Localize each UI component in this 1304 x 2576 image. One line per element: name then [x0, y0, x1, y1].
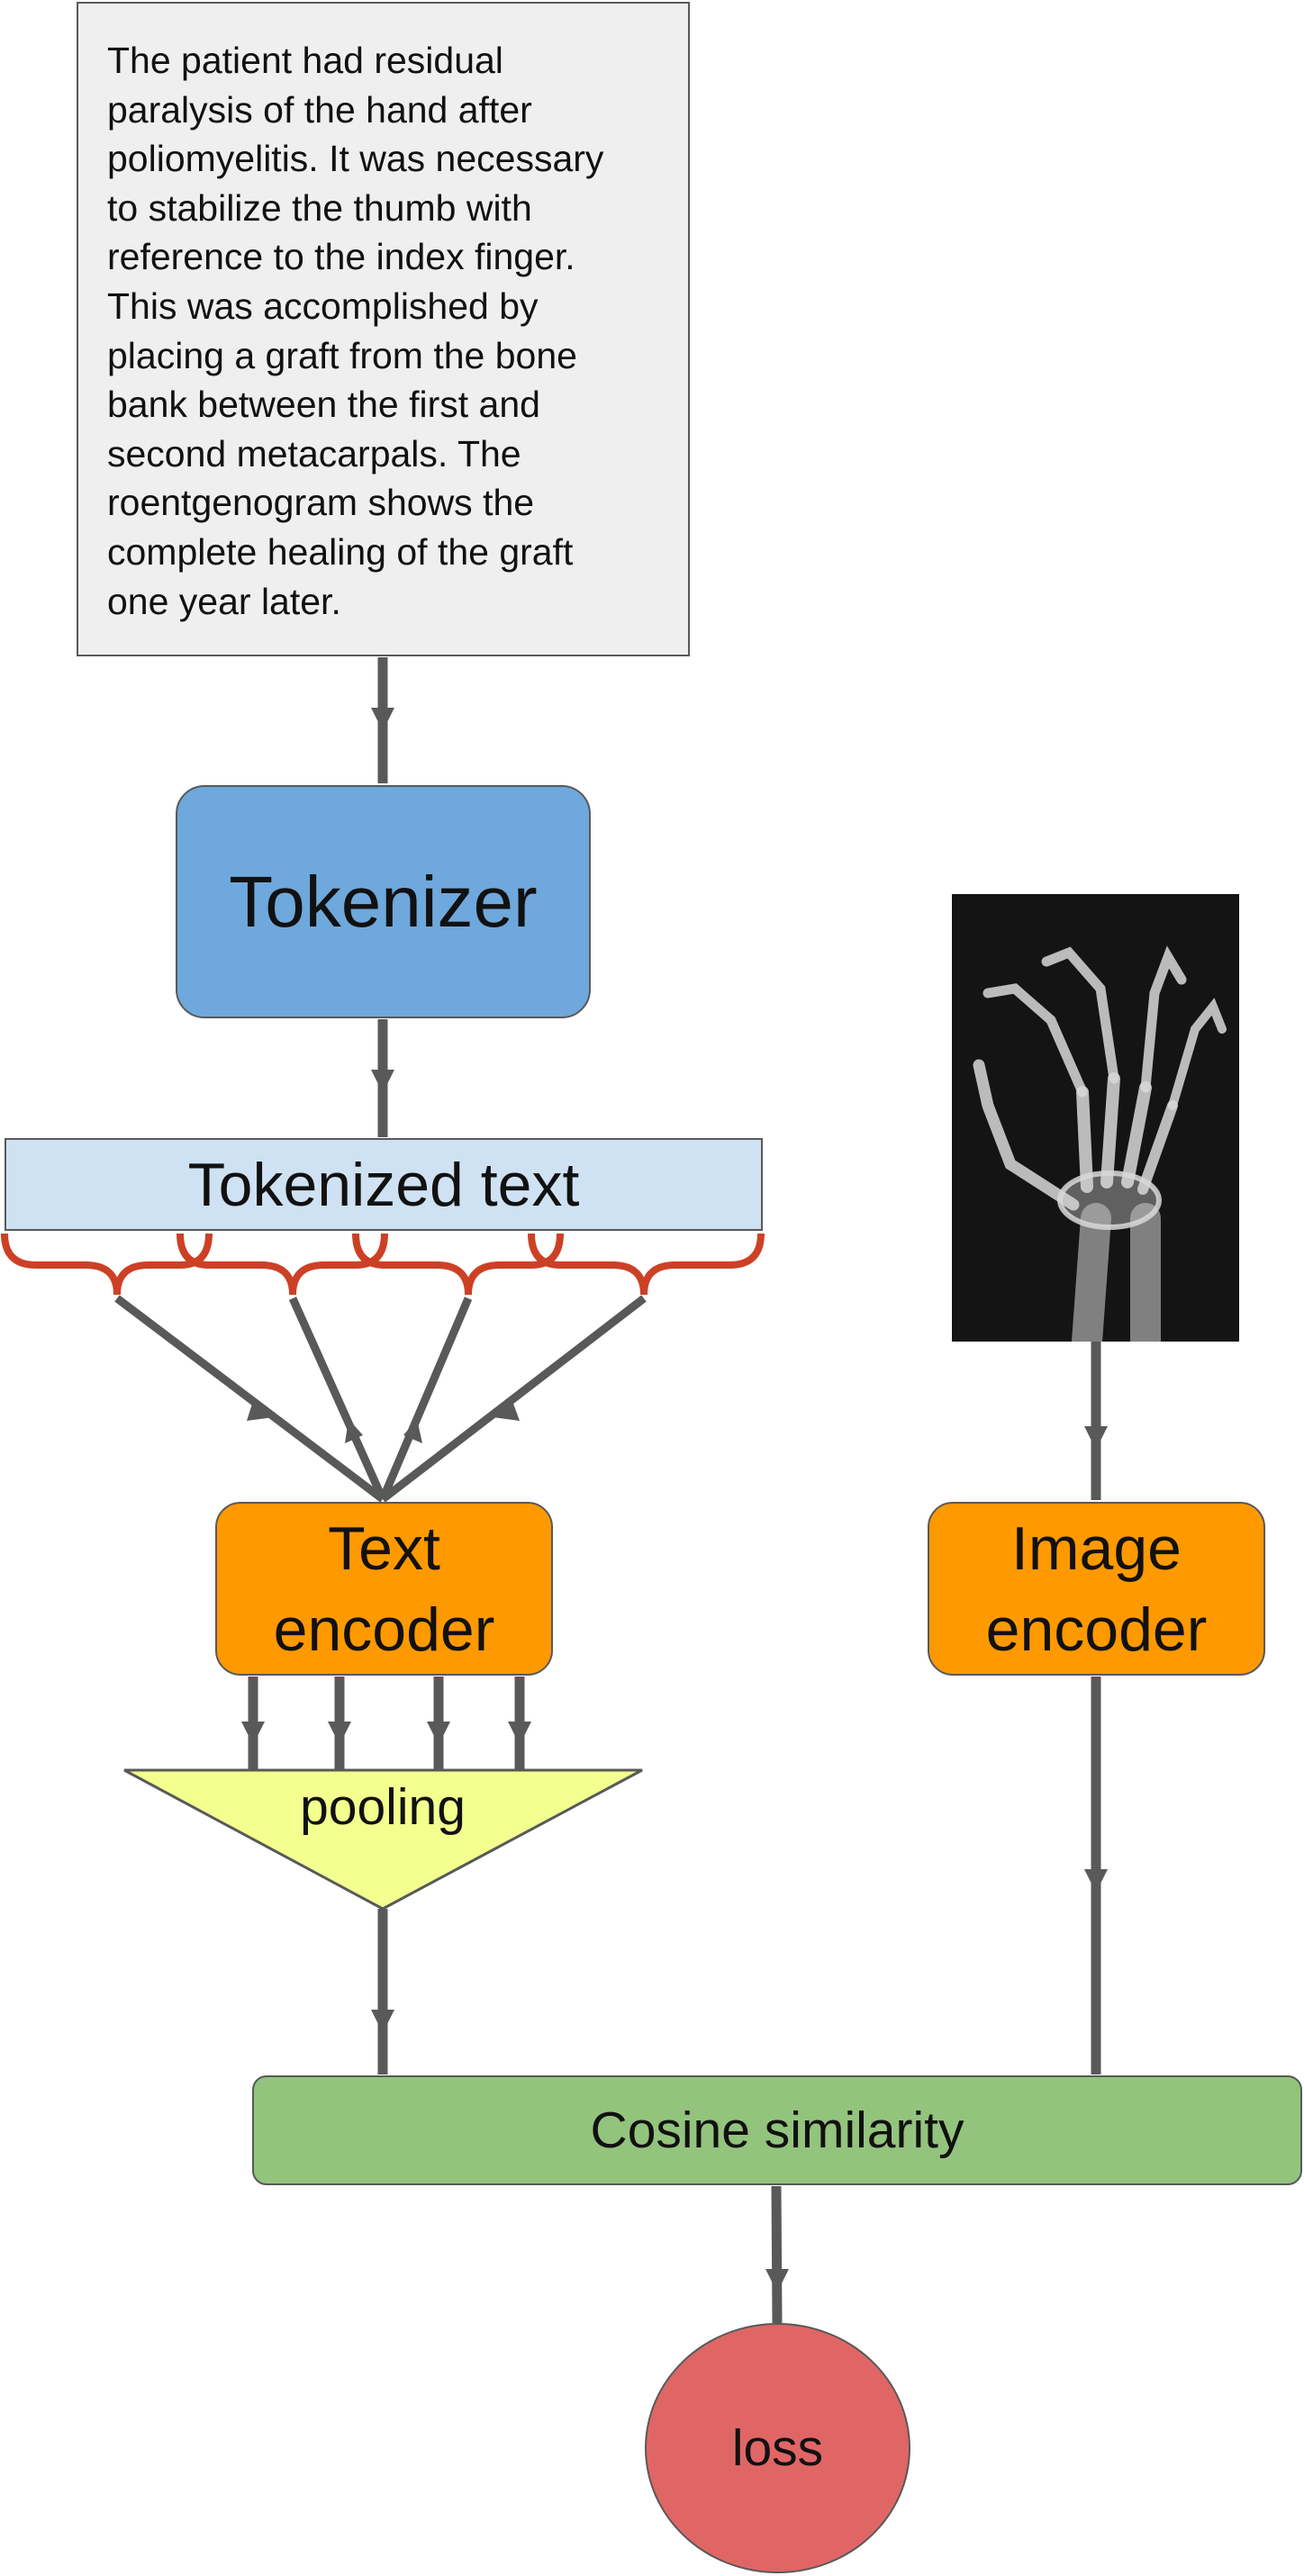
hand-xray-image [952, 894, 1239, 1342]
text-encoder-label-line2: encoder [273, 1595, 495, 1664]
tokenized-text-label: Tokenized text [187, 1150, 580, 1219]
pooling-triangle [123, 1768, 643, 1911]
pooling-label: pooling [300, 1778, 466, 1836]
arrow-cosine-to-loss [765, 2185, 789, 2324]
loss-label: loss [731, 2419, 824, 2477]
image-encoder-label-line1: Image [1011, 1514, 1182, 1583]
caption-box: The patient had residual paralysis of th… [77, 2, 690, 656]
cosine-similarity-label: Cosine similarity [590, 2101, 964, 2159]
image-encoder-label-line2: encoder [985, 1595, 1208, 1664]
image-encoder-node: Image encoder [928, 1502, 1265, 1676]
arrow-image-encoder-to-cosine [1084, 1677, 1108, 2074]
text-encoder-label-line1: Text [328, 1514, 440, 1583]
cosine-similarity-node: Cosine similarity [252, 2075, 1302, 2185]
arrowheads-pooling [241, 1722, 531, 1745]
arrow-image-to-encoder [1084, 1342, 1108, 1500]
arrows-encoder-to-pooling [248, 1677, 525, 1769]
arrow-pooling-to-cosine [371, 1909, 394, 2074]
tokenized-text-node: Tokenized text [5, 1138, 763, 1231]
arrows-tokens-to-text-encoder [114, 1295, 647, 1503]
arrowheads-tokens [247, 1401, 520, 1443]
tokenizer-label: Tokenizer [229, 861, 538, 942]
text-encoder-node: Text encoder [215, 1502, 553, 1676]
token-grouping-braces [1, 1233, 765, 1296]
tokenizer-node: Tokenizer [176, 785, 591, 1018]
caption-text: The patient had residual paralysis of th… [107, 40, 604, 622]
loss-node: loss [645, 2323, 910, 2573]
arrow-tokenizer-to-tokenized [371, 1019, 394, 1137]
arrow-caption-to-tokenizer [371, 657, 394, 783]
